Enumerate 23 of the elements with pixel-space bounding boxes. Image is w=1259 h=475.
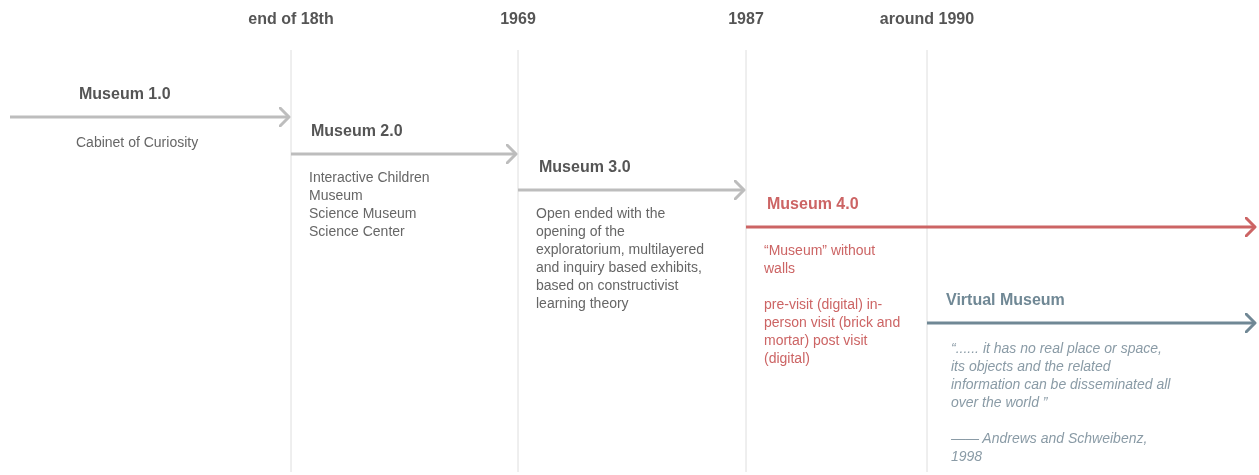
year-label: around 1990 xyxy=(879,10,975,28)
arrow xyxy=(927,312,1257,334)
arrow xyxy=(291,143,518,165)
stage-title: Museum 4.0 xyxy=(767,195,859,213)
arrow xyxy=(10,106,291,128)
stage-description: “Museum” without walls xyxy=(764,241,877,277)
stage-description: Interactive Children Museum xyxy=(309,168,431,204)
year-label: end of 18th xyxy=(248,10,334,28)
stage-title: Museum 2.0 xyxy=(311,122,403,140)
stage-title: Museum 3.0 xyxy=(539,158,631,176)
stage-description: Cabinet of Curiosity xyxy=(76,133,200,151)
stage-description: pre-visit (digital) in-person visit (brick and mortar) post visit (digital) xyxy=(764,295,902,367)
arrow xyxy=(518,179,746,201)
stage-description: Science Museum xyxy=(309,204,418,222)
stage-description: Open ended with the opening of the exploratorium, multilayered and inquiry based exhibits, based on constructivist learning theory xyxy=(536,204,706,312)
year-label: 1987 xyxy=(728,10,764,28)
quote-text: “...... it has no real place or space, its objects and the related information can be disseminated all over the world ” xyxy=(951,339,1171,411)
year-label: 1969 xyxy=(500,10,536,28)
stage-description: Science Center xyxy=(309,222,406,240)
stage-title: Virtual Museum xyxy=(946,291,1065,309)
stage-title: Museum 1.0 xyxy=(79,85,171,103)
citation-text: —— Andrews and Schweibenz, 1998 xyxy=(951,429,1149,465)
arrow xyxy=(746,216,1257,238)
